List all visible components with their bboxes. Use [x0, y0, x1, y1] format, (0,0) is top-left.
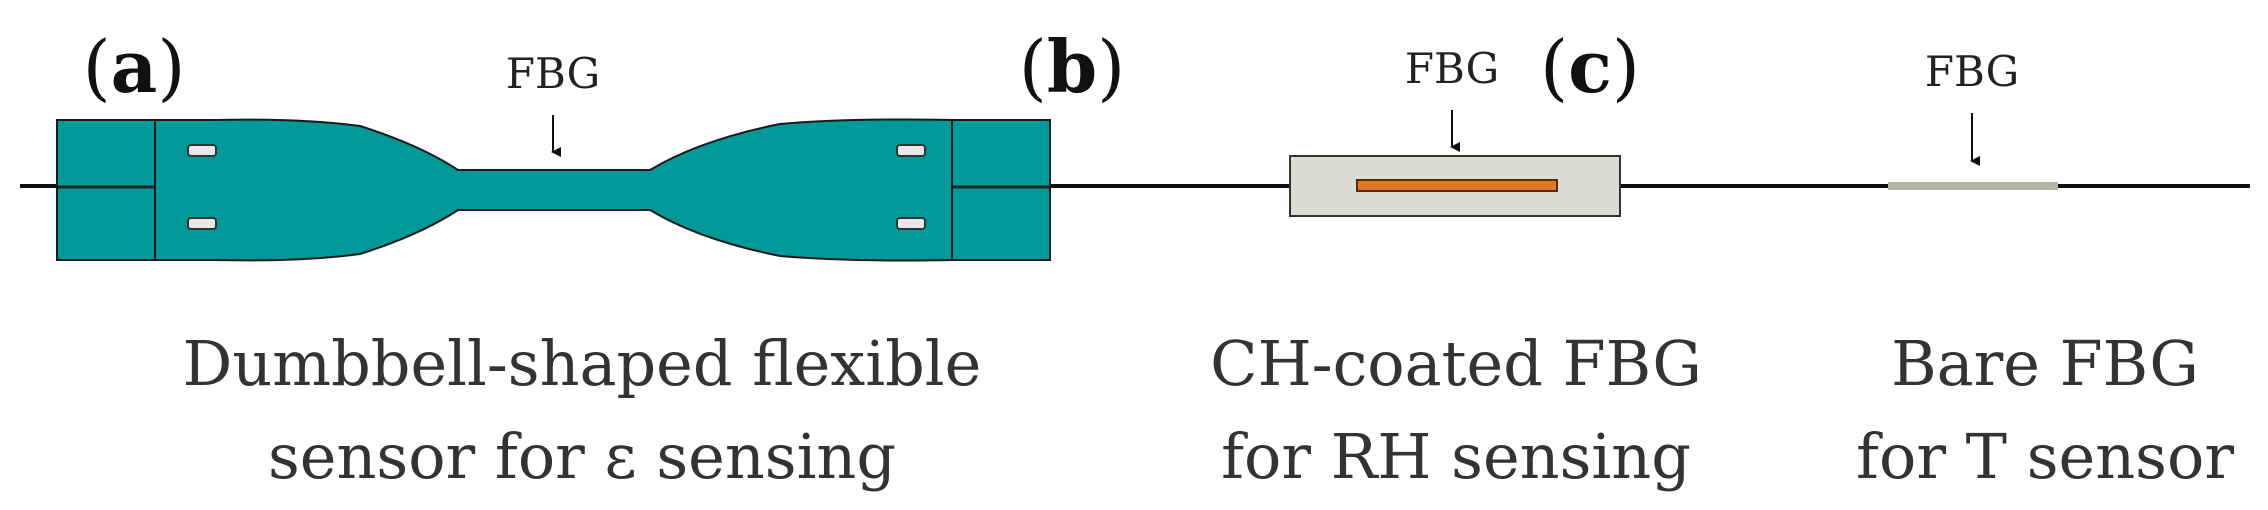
- mounting-slot-left-bottom: [187, 217, 217, 230]
- bare-fbg-grating: [1888, 182, 2058, 190]
- caption-dumbbell-line2: sensor for ε sensing: [268, 420, 896, 493]
- dumbbell-sensor: [56, 118, 1051, 262]
- mounting-slot-right-top: [896, 144, 926, 157]
- caption-coated-line1: CH-coated FBG: [1210, 327, 1702, 400]
- coated-grating: [1356, 179, 1558, 192]
- fbg-label-dumbbell: FBG: [506, 49, 600, 98]
- right-clamp-block: [951, 119, 1051, 261]
- caption-dumbbell-line1: Dumbbell-shaped flexible: [183, 327, 982, 400]
- ch-coated-fbg: [1289, 155, 1621, 217]
- fbg-label-bare: FBG: [1925, 47, 2019, 96]
- mounting-slot-left-top: [187, 144, 217, 157]
- left-clamp-block: [56, 119, 156, 261]
- dumbbell-body: [154, 118, 953, 262]
- fbg-label-coated: FBG: [1405, 44, 1499, 93]
- panel-label-a: (a): [83, 24, 186, 109]
- caption-coated-line2: for RH sensing: [1221, 420, 1691, 493]
- panel-label-c: (c): [1540, 24, 1640, 109]
- mounting-slot-right-bottom: [896, 217, 926, 230]
- caption-bare-line2: for T sensor: [1856, 420, 2234, 493]
- panel-label-b: (b): [1019, 24, 1126, 109]
- caption-bare-line1: Bare FBG: [1891, 327, 2199, 400]
